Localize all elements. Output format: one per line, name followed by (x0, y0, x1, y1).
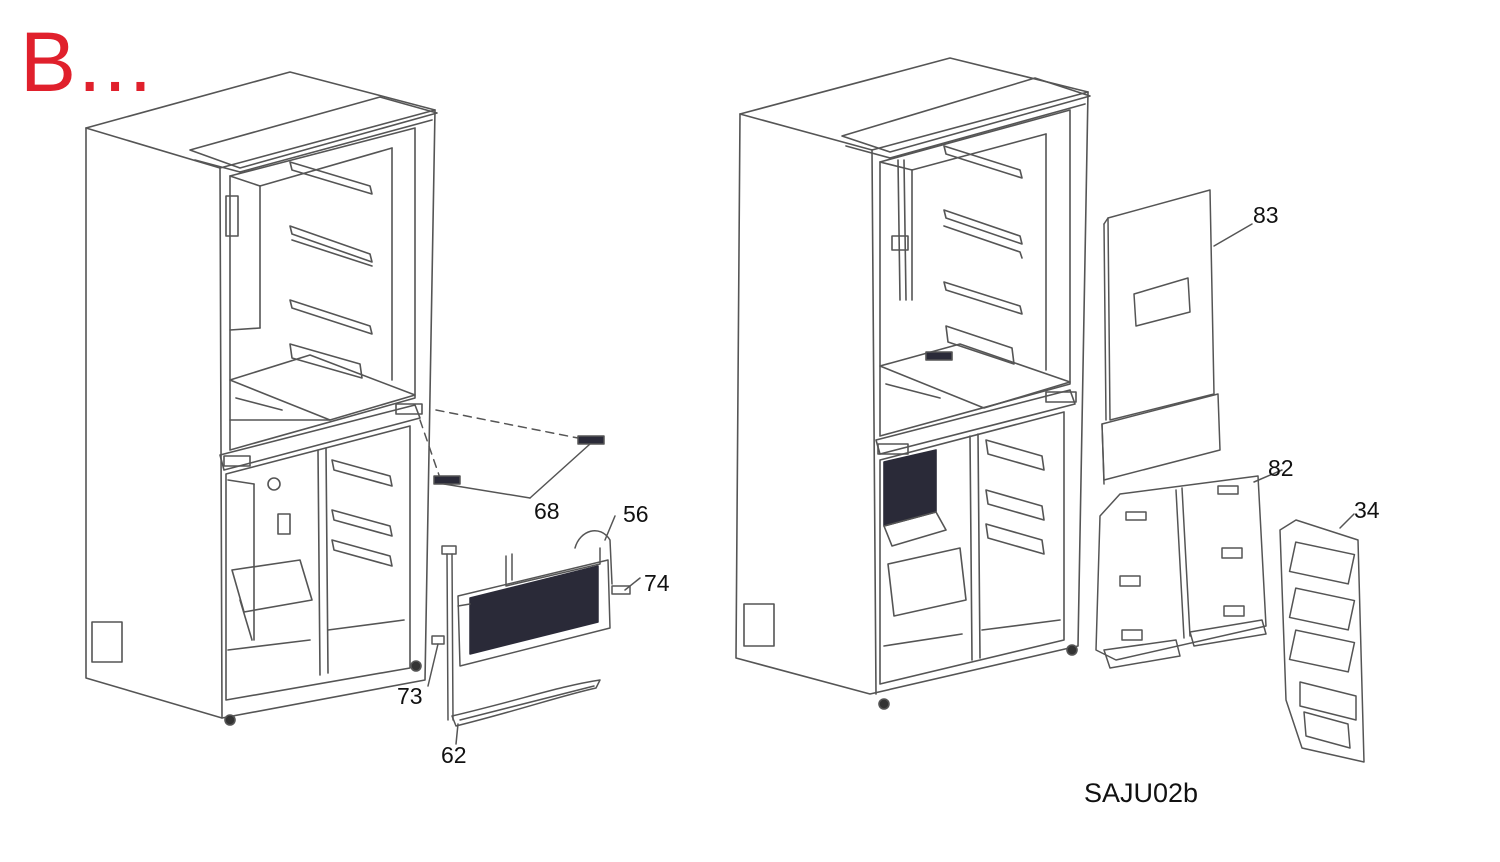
part-82-evaporator-cover (1095, 469, 1283, 669)
callout-74: 74 (644, 570, 670, 596)
part-74-sensor (611, 577, 641, 595)
callout-56: 56 (623, 501, 649, 527)
left-refrigerator-cabinet (85, 71, 438, 726)
part-62-drain-heater (451, 679, 601, 745)
part-34-fan-cover (1279, 513, 1365, 763)
page-title: B... (20, 15, 155, 109)
callout-73: 73 (397, 683, 423, 709)
callout-34: 34 (1354, 497, 1380, 523)
drawing-code-label: SAJU02b (1084, 778, 1199, 808)
part-73-heater (427, 545, 457, 721)
part-68-shelf-supports (419, 409, 605, 499)
callout-83: 83 (1253, 202, 1279, 228)
part-56-evaporator-coil (457, 515, 616, 667)
part-83-back-panel (1101, 189, 1253, 485)
callout-62: 62 (441, 742, 467, 768)
callout-82: 82 (1268, 455, 1294, 481)
right-refrigerator-cabinet (735, 57, 1091, 710)
callout-68: 68 (534, 498, 560, 524)
